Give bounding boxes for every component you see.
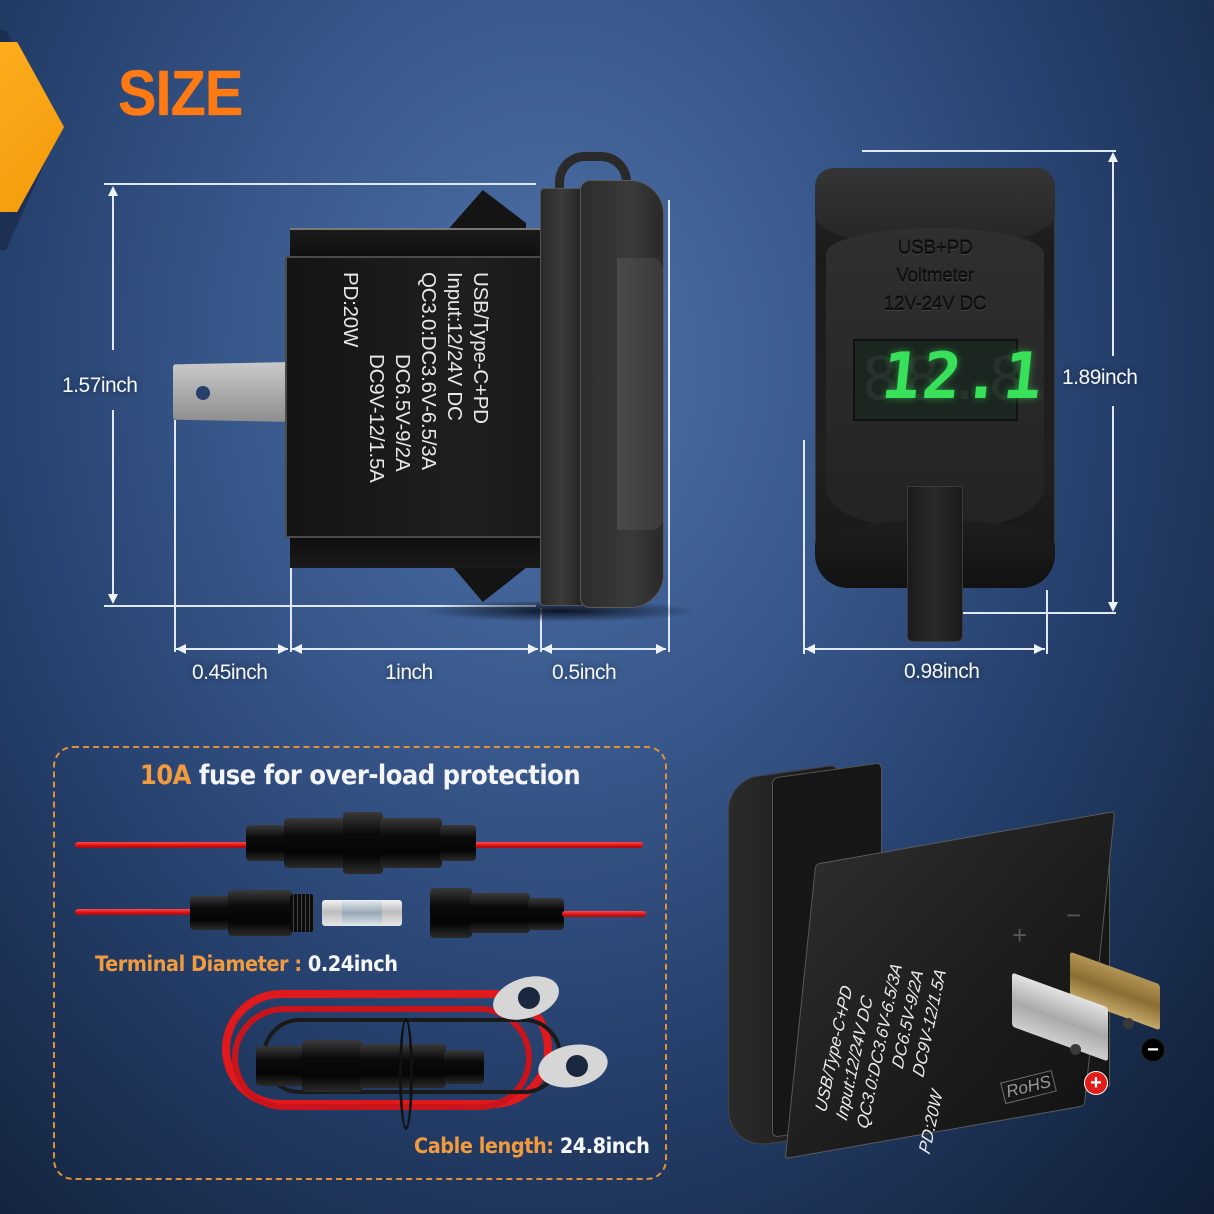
front-clip-tab: [907, 486, 963, 642]
pin-hole: [1123, 1018, 1134, 1029]
body-bottom-block: [290, 538, 540, 568]
inline-fuse-holder: [302, 1040, 362, 1092]
cable-tie: [399, 1018, 413, 1130]
panel-text-range: 12V-24V DC: [883, 294, 987, 315]
dim-height-line: [112, 410, 114, 598]
terminal-diameter: Terminal Diameter : 0.24inch: [95, 952, 398, 976]
dim-ext: [668, 200, 670, 652]
fuse-holder-segment: [228, 890, 292, 936]
dim-body-line: [292, 648, 538, 650]
fuse-holder-segment: [430, 888, 472, 938]
dim-top-extension: [104, 183, 536, 185]
spec-line: PD:20W: [339, 272, 362, 348]
inline-fuse-holder: [444, 1050, 484, 1084]
terminal-diameter-label: Terminal Diameter :: [95, 952, 302, 976]
dim-ext: [174, 420, 176, 652]
dim-ext: [1046, 590, 1048, 654]
dim-tab-line: [176, 648, 288, 650]
glass-fuse-body: [342, 901, 382, 925]
spec-line: QC3.0:DC3.6V-6.5/3A: [417, 272, 440, 470]
terminal-hole: [196, 386, 210, 400]
spec-line: Input:12/24V DC: [443, 272, 466, 421]
dim-body-label: 1inch: [385, 661, 433, 684]
panel-text-usb: USB+PD: [897, 238, 973, 259]
spec-line: DC9V-12/1.5A: [365, 354, 388, 483]
spec-line: DC6.5V-9/2A: [391, 354, 414, 472]
red-wire: [562, 911, 646, 917]
terminal-diameter-value: 0.24inch: [307, 952, 398, 976]
fuse-holder-segment: [440, 825, 476, 861]
dim-tab-label: 0.45inch: [192, 661, 268, 684]
dim-ext: [540, 608, 542, 652]
dim-ext: [290, 540, 292, 652]
negative-badge-icon: −: [1141, 1038, 1165, 1062]
fuse-holder-thread: [290, 894, 314, 932]
dim-height-label: 1.57inch: [62, 374, 138, 397]
fuse-holder-segment: [380, 818, 442, 868]
red-wire: [465, 842, 643, 848]
device-body-side: [285, 256, 547, 538]
arrow-up-icon: [1108, 152, 1118, 162]
inline-fuse-holder: [256, 1046, 304, 1086]
arrow-left-icon: [805, 644, 815, 654]
dim-bottom-extension: [960, 612, 1116, 614]
voltmeter-display: [853, 339, 1018, 421]
fuse-holder-segment: [284, 818, 346, 868]
fuse-rating: 10A: [139, 760, 192, 791]
dim-height-line: [1112, 406, 1114, 606]
fuse-holder-segment: [470, 893, 530, 933]
fuse-panel-title: 10A fuse for over-load protection: [53, 760, 667, 791]
dim-cap-line: [542, 648, 666, 650]
arrow-right-icon: [1034, 644, 1044, 654]
cable-length-label: Cable length:: [414, 1134, 554, 1158]
negative-mark: −: [1066, 900, 1082, 930]
panel-text-voltmeter: Voltmeter: [896, 266, 974, 287]
dim-top-extension: [862, 150, 1116, 152]
fuse-holder-segment: [246, 825, 286, 861]
arrow-up-icon: [108, 186, 118, 196]
terminal-tab: [173, 362, 293, 422]
dim-height-label: 1.89inch: [1062, 366, 1138, 389]
arrow-down-icon: [108, 594, 118, 604]
pin-hole: [1070, 1044, 1081, 1055]
ring-terminal-hole: [518, 987, 540, 1009]
fuse-holder-segment: [190, 896, 230, 930]
fuse-holder-segment: [528, 898, 564, 930]
arrow-left-icon: [176, 644, 186, 654]
device-cap-face: [617, 258, 663, 530]
voltmeter-reading: 12.1: [878, 340, 1049, 414]
ring-terminal-hole: [566, 1055, 588, 1077]
fuse-panel: [53, 746, 667, 1180]
red-wire: [75, 909, 195, 915]
dim-height-line: [1112, 156, 1114, 356]
arrow-right-icon: [278, 644, 288, 654]
fuse-title-text: fuse for over-load protection: [190, 760, 581, 791]
cable-length-value: 24.8inch: [559, 1134, 650, 1158]
positive-badge-icon: +: [1084, 1071, 1108, 1095]
side-spec-label: USB/Type-C+PD Input:12/24V DC QC3.0:DC3.…: [300, 272, 530, 522]
voltmeter-ghost-segments: 88.8: [862, 344, 1031, 414]
dim-width-line: [805, 648, 1045, 650]
dim-bottom-extension: [104, 605, 536, 607]
dim-ext: [803, 440, 805, 654]
retaining-clip: [555, 152, 631, 202]
arrow-down-icon: [1108, 602, 1118, 612]
dim-height-line: [112, 190, 114, 350]
red-wire: [75, 842, 255, 848]
dim-width-label: 0.98inch: [904, 660, 980, 683]
positive-mark: +: [1012, 920, 1028, 950]
spec-line: USB/Type-C+PD: [469, 272, 492, 424]
page-title: SIZE: [118, 57, 243, 129]
arrow-right-icon: [656, 644, 666, 654]
arrow-right-icon: [528, 644, 538, 654]
cable-length: Cable length: 24.8inch: [414, 1134, 650, 1158]
arrow-left-icon: [292, 644, 302, 654]
arrow-left-icon: [542, 644, 552, 654]
dim-cap-label: 0.5inch: [552, 661, 617, 684]
angled-spec-label: USB/Type-C+PD Input:12/24V DC QC3.0:DC3.…: [800, 870, 1000, 1156]
fuse-holder-segment: [343, 812, 383, 874]
device-flange: [540, 188, 584, 606]
